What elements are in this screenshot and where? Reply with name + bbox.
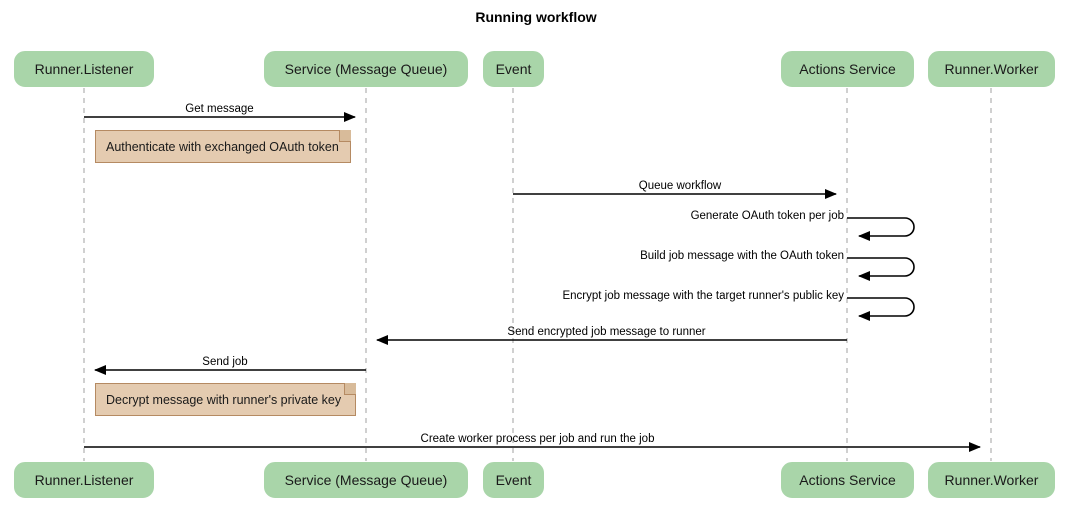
participant-runner-listener-top[interactable]: Runner.Listener [14, 51, 154, 87]
participant-actions-service-bottom[interactable]: Actions Service [781, 462, 914, 498]
participant-actions-service-top[interactable]: Actions Service [781, 51, 914, 87]
note-decrypt-private-key: Decrypt message with runner's private ke… [95, 383, 356, 416]
message-label-create-worker-process: Create worker process per job and run th… [420, 433, 655, 445]
message-label-send-encrypted-job-message: Send encrypted job message to runner [507, 326, 706, 338]
arrow-self-build-job-message [847, 257, 915, 281]
note-authenticate-oauth: Authenticate with exchanged OAuth token [95, 130, 351, 163]
participant-label: Service (Message Queue) [284, 472, 448, 488]
participant-label: Runner.Worker [944, 61, 1039, 77]
participant-runner-worker-bottom[interactable]: Runner.Worker [928, 462, 1055, 498]
participant-service-message-queue-bottom[interactable]: Service (Message Queue) [264, 462, 468, 498]
message-label-queue-workflow: Queue workflow [638, 180, 722, 192]
message-label-build-job-message: Build job message with the OAuth token [640, 250, 844, 262]
message-arrows [84, 112, 981, 452]
lifelines [83, 88, 992, 461]
message-label-encrypt-job-message: Encrypt job message with the target runn… [562, 290, 844, 302]
participant-service-message-queue-top[interactable]: Service (Message Queue) [264, 51, 468, 87]
note-label: Decrypt message with runner's private ke… [106, 392, 342, 407]
participant-label: Actions Service [799, 61, 896, 77]
note-label: Authenticate with exchanged OAuth token [106, 139, 339, 154]
note-folded-corner-icon [339, 130, 351, 142]
message-label-generate-oauth-token: Generate OAuth token per job [690, 210, 844, 222]
participant-label: Event [495, 472, 532, 488]
arrow-self-encrypt-job-message [847, 297, 915, 321]
participant-label: Event [495, 61, 532, 77]
participant-label: Runner.Worker [944, 472, 1039, 488]
participant-event-bottom[interactable]: Event [483, 462, 544, 498]
participant-label: Service (Message Queue) [284, 61, 448, 77]
participant-label: Runner.Listener [34, 61, 134, 77]
note-folded-corner-icon [344, 383, 356, 395]
diagram-title: Running workflow [475, 9, 597, 25]
participant-label: Runner.Listener [34, 472, 134, 488]
message-label-send-job: Send job [202, 356, 248, 368]
message-label-get-message: Get message [185, 103, 254, 115]
participant-runner-listener-bottom[interactable]: Runner.Listener [14, 462, 154, 498]
arrow-self-generate-oauth-token [847, 217, 915, 241]
participant-runner-worker-top[interactable]: Runner.Worker [928, 51, 1055, 87]
participant-label: Actions Service [799, 472, 896, 488]
participant-event-top[interactable]: Event [483, 51, 544, 87]
